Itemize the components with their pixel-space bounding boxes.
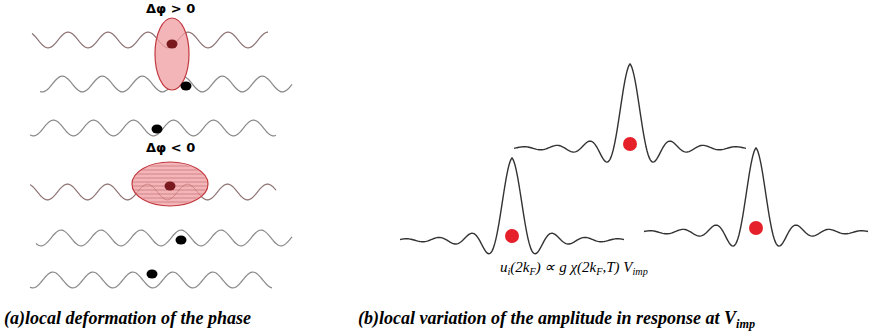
amplitude-curve <box>514 64 746 162</box>
impurity-dot <box>147 270 158 279</box>
impurity-dot <box>749 221 763 235</box>
label-text: u <box>500 259 508 275</box>
label-text: (a)local deformation of the phase <box>4 308 251 328</box>
friedel-curve <box>644 148 868 246</box>
label-text: ) ∝ g χ(2k <box>536 259 597 275</box>
impurity-dot <box>181 82 192 91</box>
impurity-dot <box>505 229 519 243</box>
sine-wave <box>36 230 292 246</box>
phase-waves <box>30 32 276 200</box>
impurity-dot <box>165 182 176 191</box>
label-text: Δφ < 0 <box>146 140 195 155</box>
phase-label: Δφ < 0 <box>146 140 195 155</box>
amplitude-curves <box>400 64 868 254</box>
phase-ellipse <box>155 18 189 90</box>
impurity-dot <box>623 137 637 151</box>
sine-wave <box>30 120 276 136</box>
label-text: ,T) V <box>602 259 632 275</box>
friedel-curve <box>514 64 746 162</box>
subscript: F <box>530 266 536 277</box>
subscript: i <box>508 266 511 277</box>
impurity-dot <box>152 125 163 134</box>
caption: (b)local variation of the amplitude in r… <box>358 308 755 332</box>
amplitude-curve <box>644 148 868 246</box>
subscript: imp <box>736 317 755 331</box>
caption: (a)local deformation of the phase <box>4 308 251 329</box>
impurity-dot <box>167 40 178 49</box>
friedel-curve <box>400 158 624 254</box>
sine-wave <box>32 32 268 48</box>
amplitude-curve <box>400 158 624 254</box>
subscript: imp <box>632 266 647 277</box>
phase-label: Δφ > 0 <box>146 1 195 16</box>
label-text: (2k <box>510 259 529 275</box>
label-text: (b)local variation of the amplitude in r… <box>358 308 736 328</box>
label-text: Δφ > 0 <box>146 1 195 16</box>
impurity-dots <box>147 40 192 279</box>
sine-wave <box>30 184 276 200</box>
sine-wave <box>32 32 268 48</box>
impurity-dot <box>176 236 187 245</box>
formula: ui(2kF) ∝ g χ(2kF,T) Vimp <box>500 258 648 277</box>
subscript: F <box>596 266 602 277</box>
